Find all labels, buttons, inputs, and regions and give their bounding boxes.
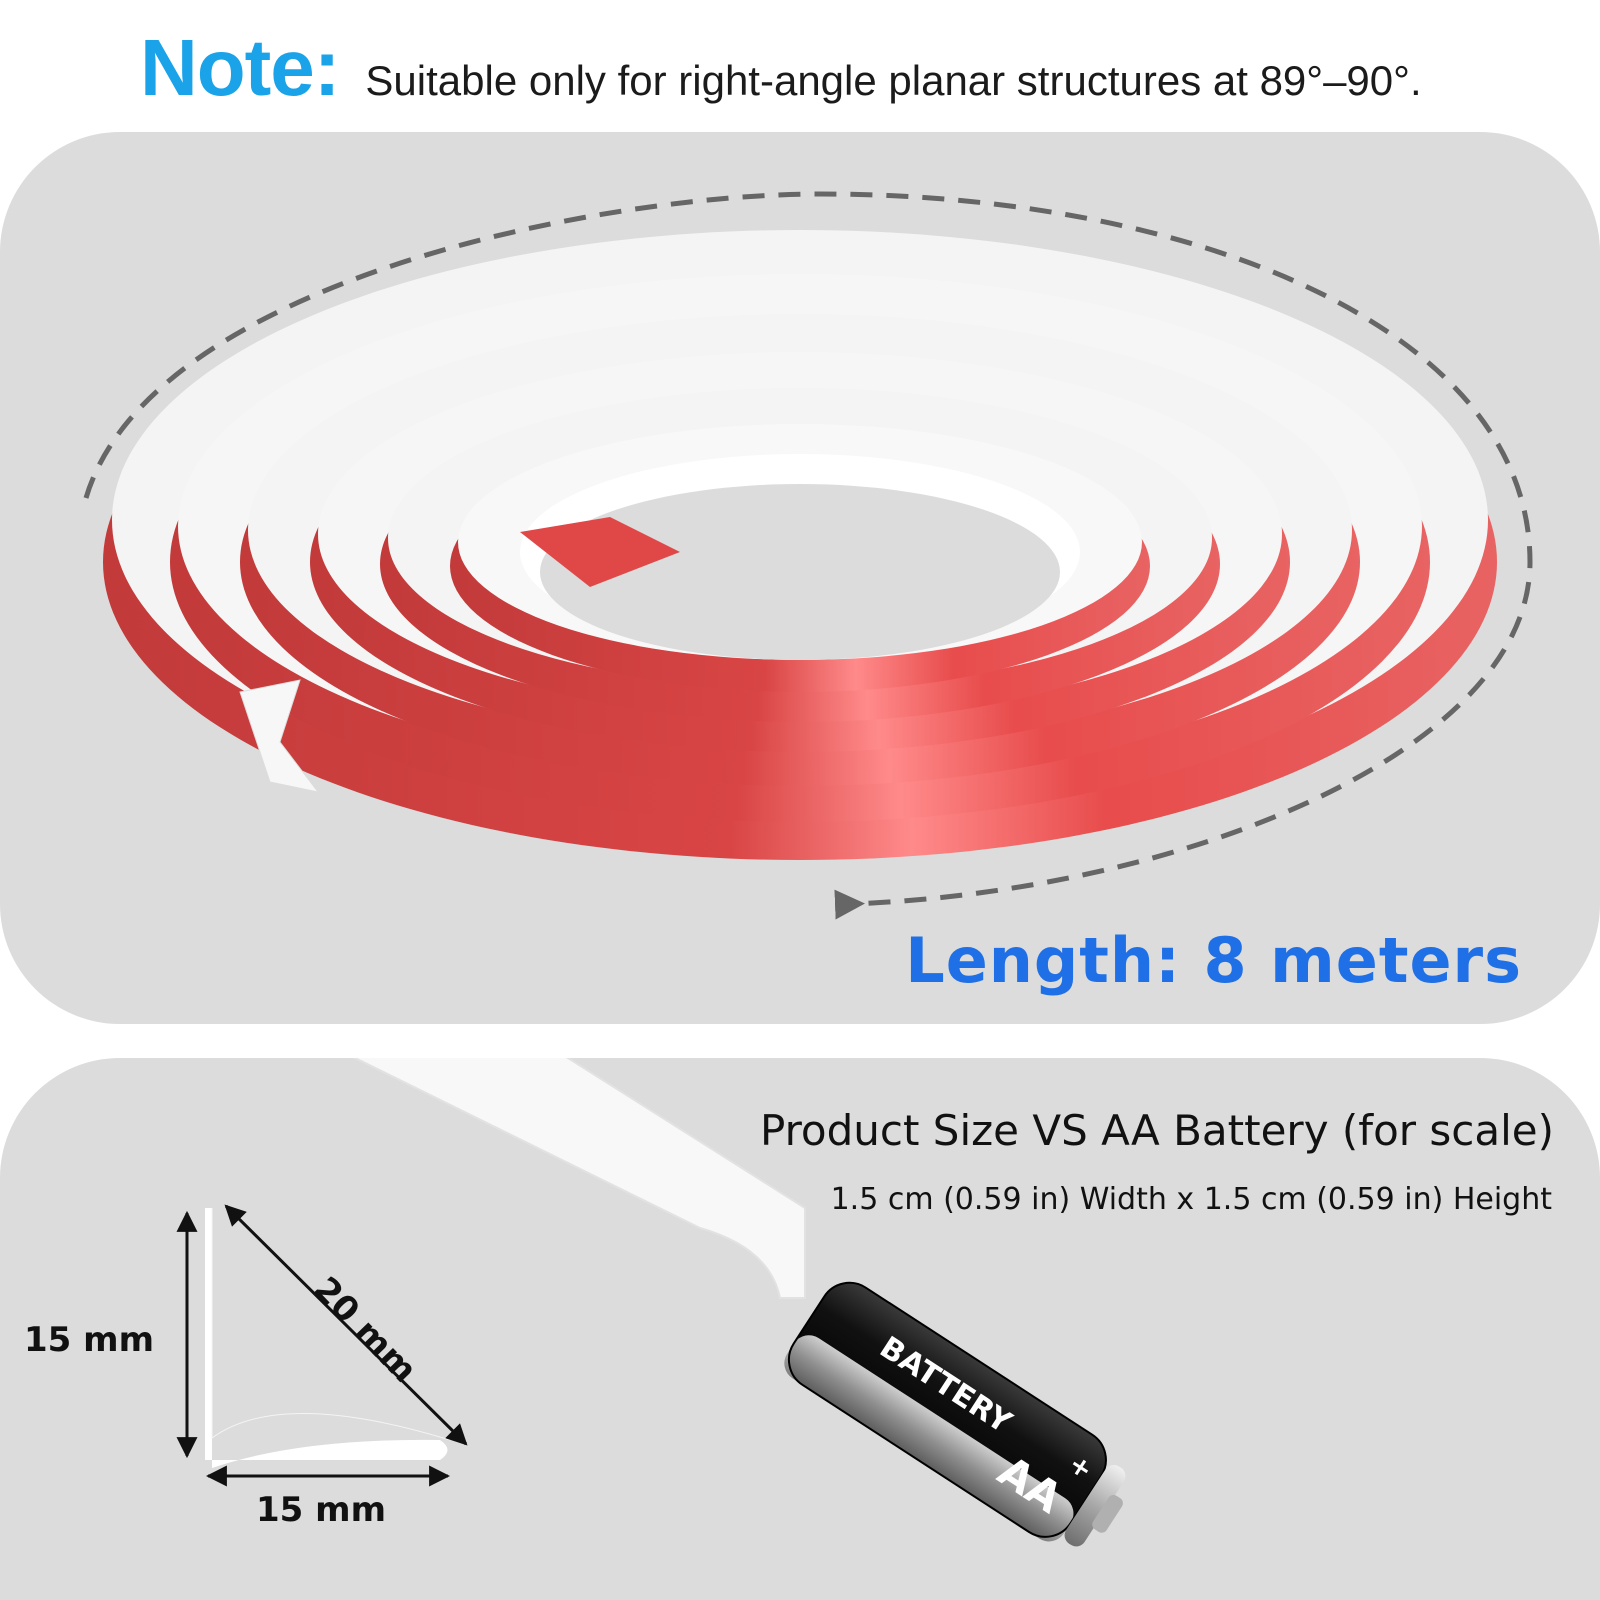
- coil-rings: [103, 230, 1497, 860]
- height-dimension-label: 15 mm: [24, 1320, 155, 1360]
- strip-end: [239, 679, 320, 793]
- diagonal-arrow: [224, 1204, 468, 1446]
- size-title: Product Size VS AA Battery (for scale): [759, 1106, 1554, 1155]
- length-arrow: [83, 191, 1533, 920]
- note-label: Note:: [140, 23, 340, 112]
- coil-panel: Length: 8 meters: [0, 132, 1600, 1024]
- strip-sample: [352, 1058, 806, 1299]
- size-subtitle: 1.5 cm (0.59 in) Width x 1.5 cm (0.59 in…: [830, 1182, 1552, 1217]
- coil-illustration: [83, 191, 1533, 920]
- size-panel: BATTERY AA + Product Size VS AA Battery …: [0, 1058, 1600, 1600]
- note-row: Note: Suitable only for right-angle plan…: [140, 22, 1580, 112]
- width-dimension-label: 15 mm: [256, 1490, 387, 1530]
- size-illustration: BATTERY AA +: [176, 1058, 1126, 1547]
- note-text: Suitable only for right-angle planar str…: [365, 57, 1422, 104]
- aa-battery: BATTERY AA +: [784, 1281, 1126, 1547]
- length-label: Length: 8 meters: [905, 924, 1522, 997]
